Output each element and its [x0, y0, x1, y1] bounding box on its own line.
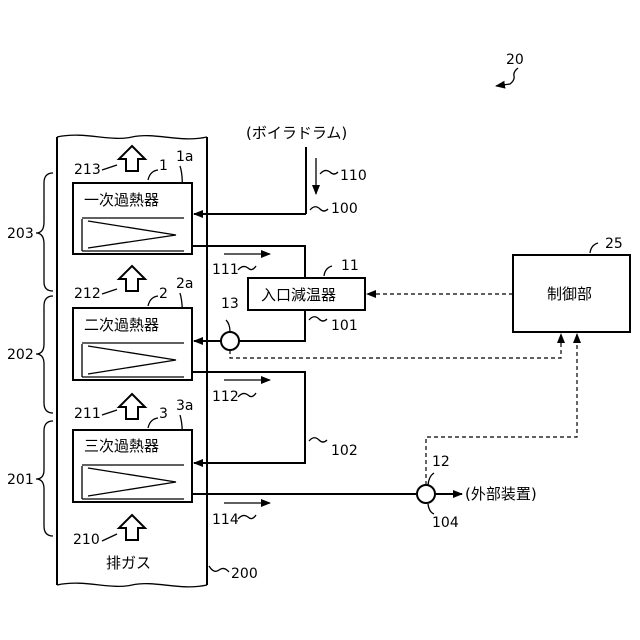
exhaust-arrow [119, 515, 145, 540]
pipe-102 [192, 372, 305, 463]
group-ref-202: 202 [7, 347, 34, 363]
group-ref-203: 203 [7, 226, 34, 242]
figure-number: 20 [506, 52, 524, 68]
external-device-label: (外部装置) [465, 485, 537, 503]
pipe-102-ref: 102 [331, 443, 358, 459]
attemperator-ref: 11 [341, 258, 359, 274]
flow-sensor-12 [417, 485, 435, 503]
superheater-ref-3: 3 [159, 406, 168, 422]
gas-flow-ref-2: 212 [74, 286, 101, 302]
figure-pointer [496, 68, 518, 86]
gas-flow-ref-3: 211 [74, 406, 101, 422]
sensor-12-ref: 12 [432, 454, 450, 470]
attemperator-label: 入口減温器 [261, 286, 336, 304]
gas-flow-arrow-3 [119, 394, 145, 419]
controller-ref: 25 [605, 236, 623, 252]
signal-from-sensor-13 [230, 334, 561, 358]
superheater-label-1: 一次過熱器 [84, 191, 159, 209]
furnace-ref: 200 [231, 566, 258, 582]
gas-flow-arrow-1 [119, 146, 145, 171]
exhaust-label: 排ガス [106, 554, 151, 572]
flow-112-ref: 112 [212, 389, 239, 405]
superheater-ref-2: 2 [159, 286, 168, 302]
flow-111-ref: 111 [212, 262, 239, 278]
superheater-2: 212 2 2a 二次過熱器 [73, 266, 194, 380]
superheater-ref-1: 1 [159, 158, 168, 174]
pipe-101 [194, 310, 305, 341]
group-ref-201: 201 [7, 472, 34, 488]
exhaust-ref: 210 [73, 532, 100, 548]
pipe-100-ref: 100 [331, 201, 358, 217]
gas-flow-arrow-2 [119, 266, 145, 291]
boiler-drum-label: (ボイラドラム) [246, 124, 347, 142]
superheater-label-2: 二次過熱器 [84, 316, 159, 334]
pipe-104-ref: 104 [432, 515, 459, 531]
furnace-ref-leader [209, 566, 229, 572]
superheater-label-3: 三次過熱器 [84, 437, 159, 455]
pipe-101-ref: 101 [331, 318, 358, 334]
sensor-13-ref: 13 [221, 296, 239, 312]
group-braces [36, 173, 53, 536]
temperature-sensor-13 [221, 332, 239, 350]
steam-inlet-ref: 110 [340, 168, 367, 184]
gas-flow-ref-1: 213 [74, 162, 101, 178]
coil-ref-3: 3a [176, 398, 194, 414]
coil-ref-1: 1a [176, 149, 194, 165]
superheater-3: 211 3 3a 三次過熱器 [73, 394, 194, 502]
flow-114-ref: 114 [212, 512, 239, 528]
superheater-1: 213 1 1a 一次過熱器 [73, 146, 194, 254]
controller-label: 制御部 [547, 285, 592, 303]
pipe-to-attemperator [192, 246, 305, 278]
coil-ref-2: 2a [176, 276, 194, 292]
